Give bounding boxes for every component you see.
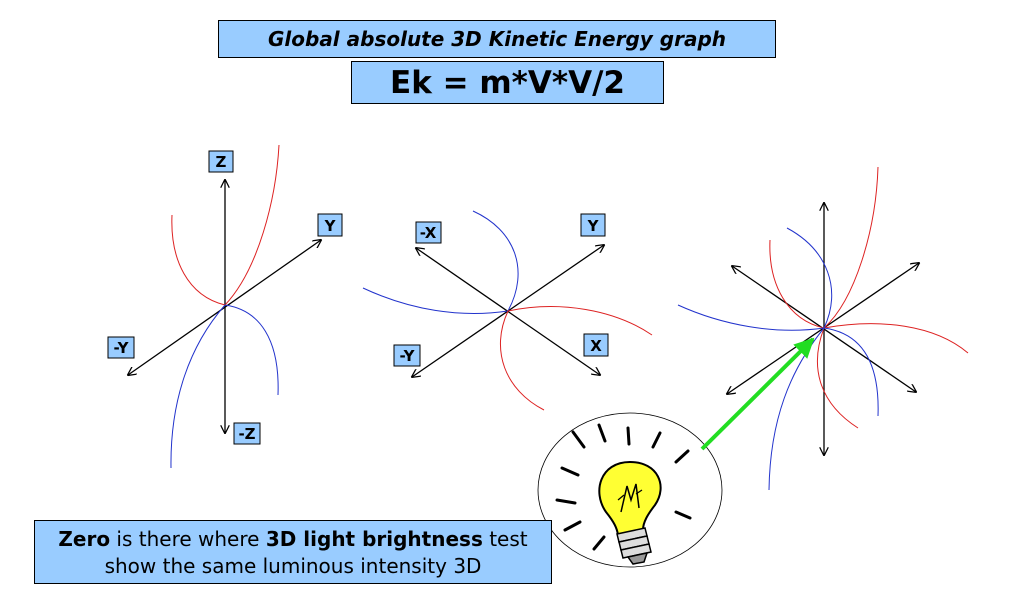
blue-curve <box>786 227 833 329</box>
label-z-text: Z <box>216 153 227 171</box>
note-text-b: test <box>482 527 528 551</box>
label-z: Z <box>208 150 234 173</box>
note-text-a: is there where <box>110 527 266 551</box>
green-arrow <box>700 337 815 451</box>
label-neg-z: -Z <box>233 422 261 445</box>
blue-curve <box>224 304 279 396</box>
label-y-text: Y <box>587 217 600 235</box>
diagram-2: -X Y -Y X <box>362 210 653 411</box>
blue-curve <box>170 304 226 469</box>
diagram-1: Z Y -Y -Z <box>107 144 343 469</box>
light-bulb-icon <box>537 412 723 568</box>
formula-text: Ek = m*V*V/2 <box>390 64 625 101</box>
note-3d-light: 3D light brightness <box>265 527 483 551</box>
red-curve <box>171 214 226 306</box>
red-curve <box>823 166 879 329</box>
label-x-text: X <box>590 337 602 355</box>
title-box: Global absolute 3D Kinetic Energy graph <box>218 20 776 58</box>
label-neg-y-text: -Y <box>400 347 416 365</box>
blue-curve <box>362 287 509 314</box>
label-y: Y <box>317 213 343 237</box>
red-curve <box>823 323 969 354</box>
blue-curve <box>472 210 519 312</box>
diagram-3 <box>677 166 969 491</box>
label-neg-x-text: -X <box>420 224 437 242</box>
label-neg-y: -Y <box>107 336 135 359</box>
red-curve <box>817 327 859 429</box>
blue-curve <box>768 327 825 491</box>
red-curve <box>507 306 653 336</box>
red-curve <box>224 144 280 306</box>
blue-curve <box>677 304 825 331</box>
label-neg-x: -X <box>415 221 442 244</box>
label-x: X <box>583 333 609 357</box>
label-y: Y <box>580 213 606 237</box>
red-curve <box>769 239 825 329</box>
label-neg-z-text: -Z <box>238 425 255 443</box>
blue-curve <box>823 327 879 417</box>
title-text: Global absolute 3D Kinetic Energy graph <box>267 27 727 51</box>
formula-box: Ek = m*V*V/2 <box>351 61 664 104</box>
note-zero: Zero <box>58 527 111 551</box>
note-line-2: show the same luminous intensity 3D <box>104 554 482 578</box>
label-neg-y-text: -Y <box>114 339 130 357</box>
note-line-1: Zero is there where 3D light brightness … <box>35 526 551 553</box>
y-axis <box>128 240 321 375</box>
red-curve <box>500 310 545 411</box>
note-box: Zero is there where 3D light brightness … <box>34 520 552 584</box>
label-y-text: Y <box>324 217 337 235</box>
label-neg-y: -Y <box>393 344 421 367</box>
